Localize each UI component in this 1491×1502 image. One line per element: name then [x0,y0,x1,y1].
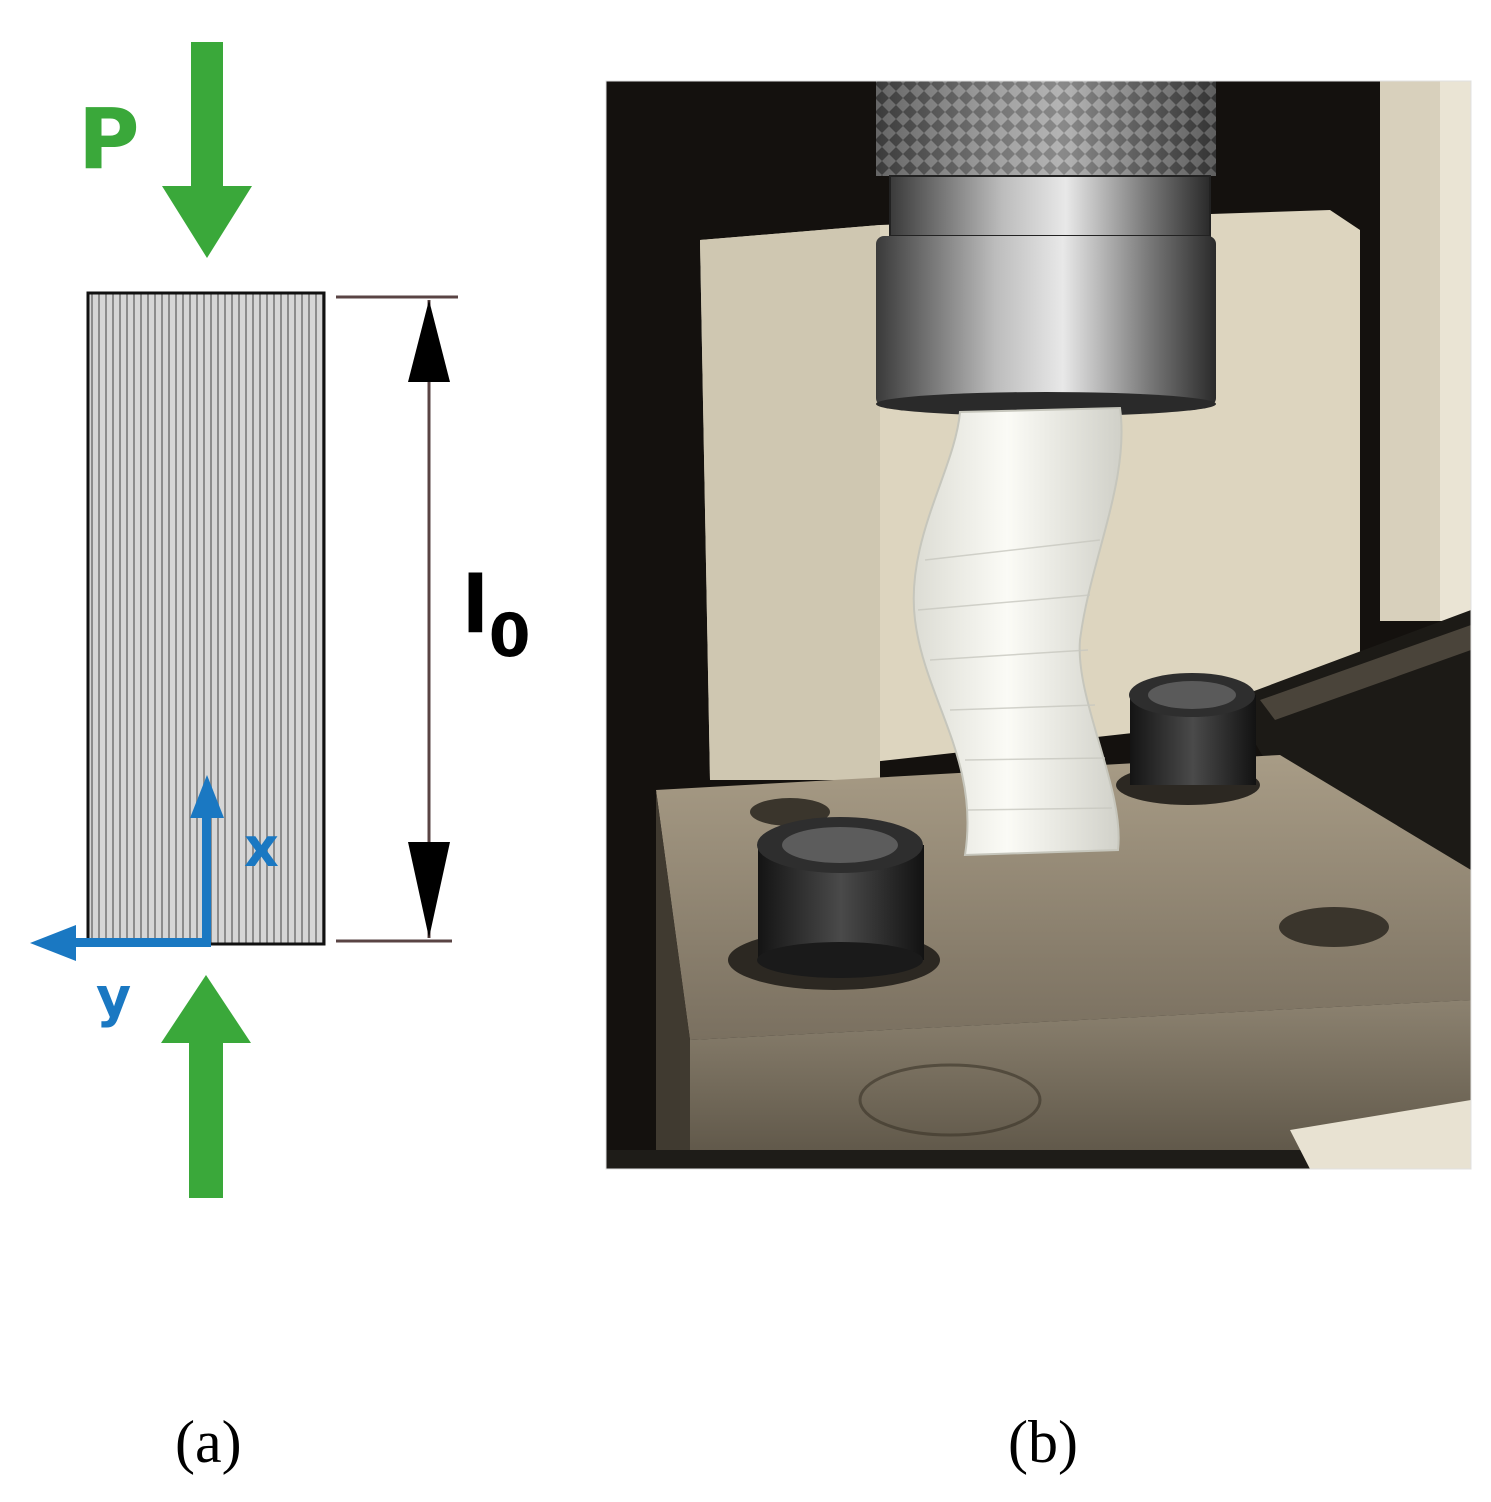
top-load-arrow [162,42,252,258]
load-label: P [78,90,140,188]
y-axis-arrowhead [30,925,76,961]
axis-x-label: x [244,816,279,879]
dimension-arrow-down [408,842,450,938]
plate-hole [1279,907,1389,947]
length-label: l0 [462,561,531,671]
dimension-arrow-up [408,300,450,382]
length-dimension [336,295,458,943]
rear-bolt [1116,673,1260,805]
panel-b-photo [605,80,1472,1170]
caption-a: (a) [175,1409,242,1475]
coordinate-axes [30,775,224,961]
x-axis-arrowhead [190,775,224,818]
buckled-specimen [912,406,1123,857]
axis-y-label: y [96,966,131,1029]
caption-b: (b) [1008,1409,1078,1475]
panel-a-diagram: P l0 x y [30,42,531,1198]
upper-platen [876,236,1216,406]
bottom-load-arrow [161,975,251,1198]
front-bolt [728,817,940,990]
